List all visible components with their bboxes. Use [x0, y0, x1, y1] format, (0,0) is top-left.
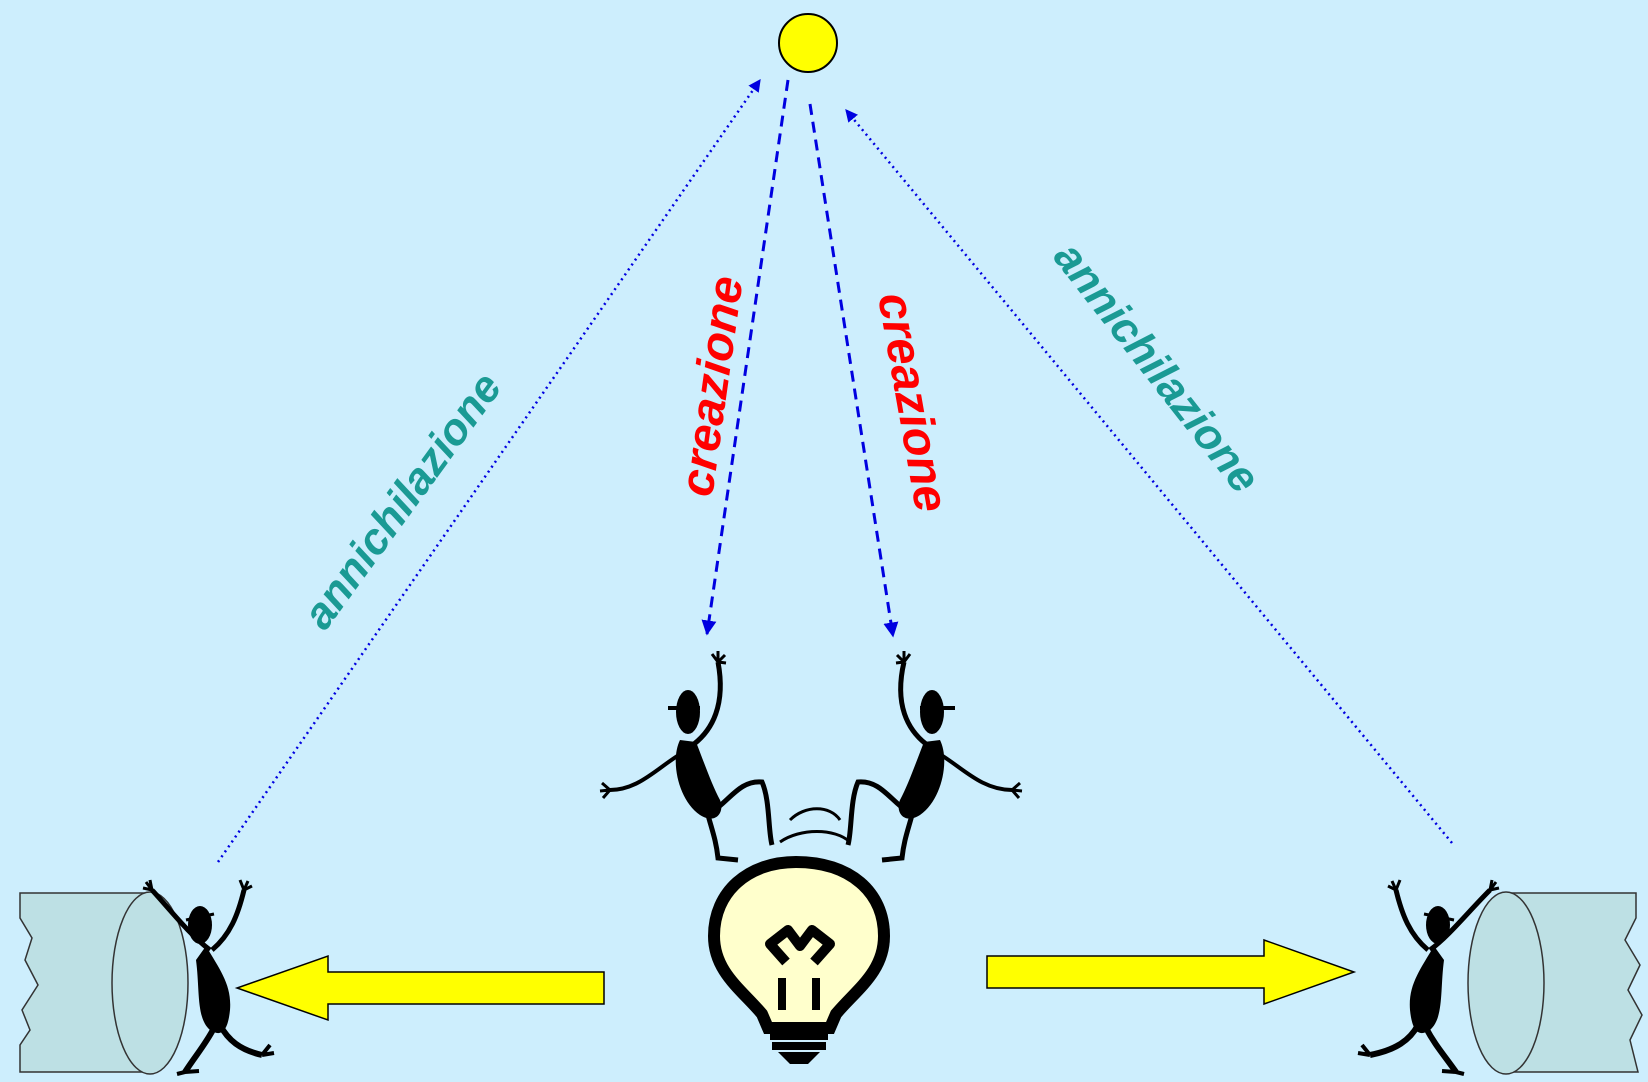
figure-left-wall-icon: [142, 879, 275, 1076]
figure-right-wall-icon: [1357, 879, 1500, 1076]
bulb-sparks-icon: [779, 807, 852, 844]
figure-center-right-icon: [845, 651, 1023, 863]
figure-center-left-icon: [599, 651, 775, 863]
left-yellow-arrow: [234, 954, 605, 1022]
right-yellow-arrow: [986, 938, 1357, 1006]
annihilation-arrow-left: [216, 78, 762, 863]
creation-label-right: creazione: [867, 289, 958, 516]
annihilation-label-left: annichilazione: [293, 364, 511, 638]
creation-arrow-left: [701, 79, 790, 636]
creation-label-left: creazione: [670, 273, 753, 500]
annihilation-arrow-right: [845, 109, 1453, 844]
right-wall-icon: [1467, 891, 1643, 1075]
sun-icon: [778, 13, 838, 73]
left-wall-icon: [19, 891, 189, 1075]
light-bulb-icon: [707, 855, 891, 1064]
annihilation-label-right: annichilazione: [1044, 233, 1269, 502]
